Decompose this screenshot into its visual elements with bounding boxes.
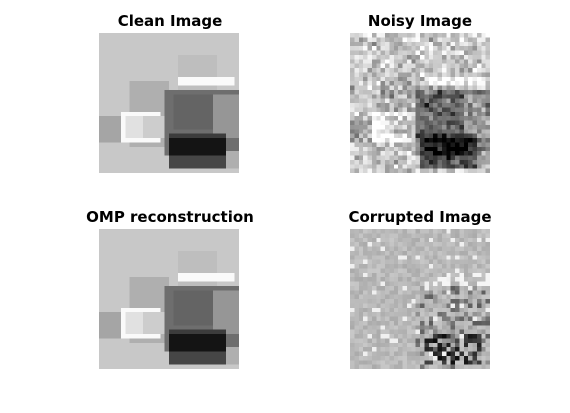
noisy-image-canvas [350,33,490,173]
noisy-image [350,33,490,173]
clean-image [99,33,239,173]
panel-title-noisy: Noisy Image [367,12,473,30]
corrupted-image-canvas [350,229,490,369]
panel-title-clean: Clean Image [117,12,223,30]
panel-title-omp: OMP reconstruction [86,208,254,226]
omp-image-canvas [99,229,239,369]
omp-reconstruction-image [99,229,239,369]
corrupted-image [350,229,490,369]
panel-title-corrupted: Corrupted Image [348,208,492,226]
clean-image-canvas [99,33,239,173]
